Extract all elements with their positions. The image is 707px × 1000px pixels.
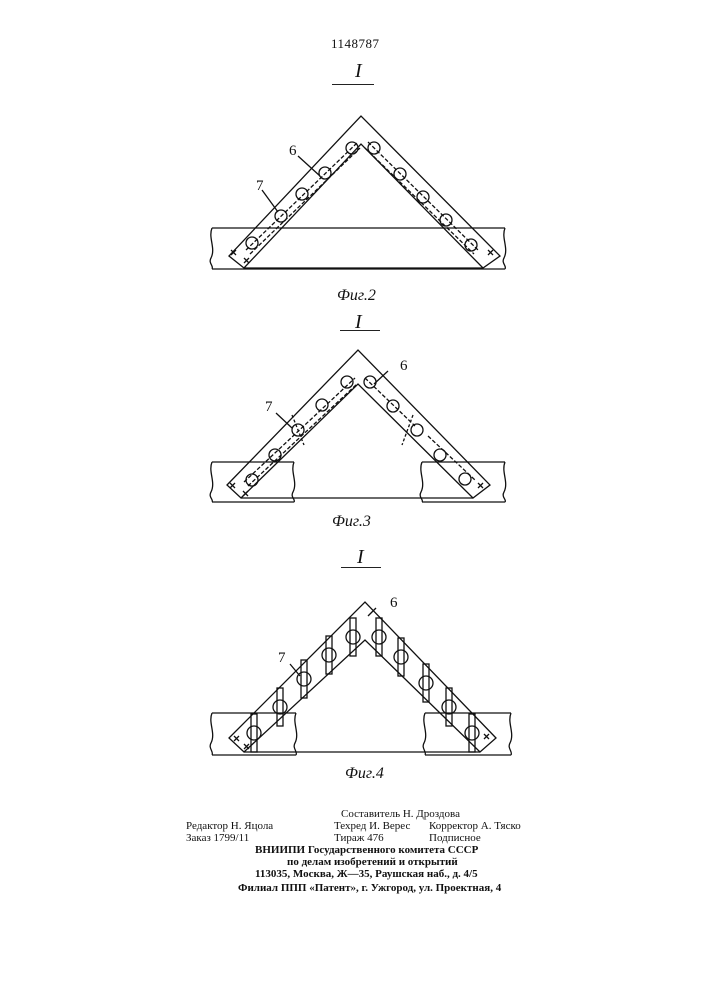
figure-4-caption: Фиг.4 [345,765,384,783]
imprint-corrector: Корректор А. Тяско [429,820,521,832]
fig4-label-weld: 7 [278,650,286,667]
imprint-editor: Редактор Н. Яцола [186,820,273,832]
imprint-compiler: Составитель Н. Дроздова [341,808,460,820]
imprint-institute: ВНИИПИ Государственного комитета СССР [255,844,478,856]
figure-4-drawing [0,0,707,790]
imprint-order: Заказ 1799/11 [186,832,249,844]
imprint-affairs: по делам изобретений и открытий [287,856,458,868]
imprint-circulation: Тираж 476 [334,832,384,844]
fig4-label-plate: 6 [390,595,398,612]
imprint-address: 113035, Москва, Ж—35, Раушская наб., д. … [255,868,478,880]
imprint-branch: Филиал ППП «Патент», г. Ужгород, ул. Про… [238,882,501,894]
imprint-techred: Техред И. Верес [334,820,410,832]
imprint-subscription: Подписное [429,832,481,844]
